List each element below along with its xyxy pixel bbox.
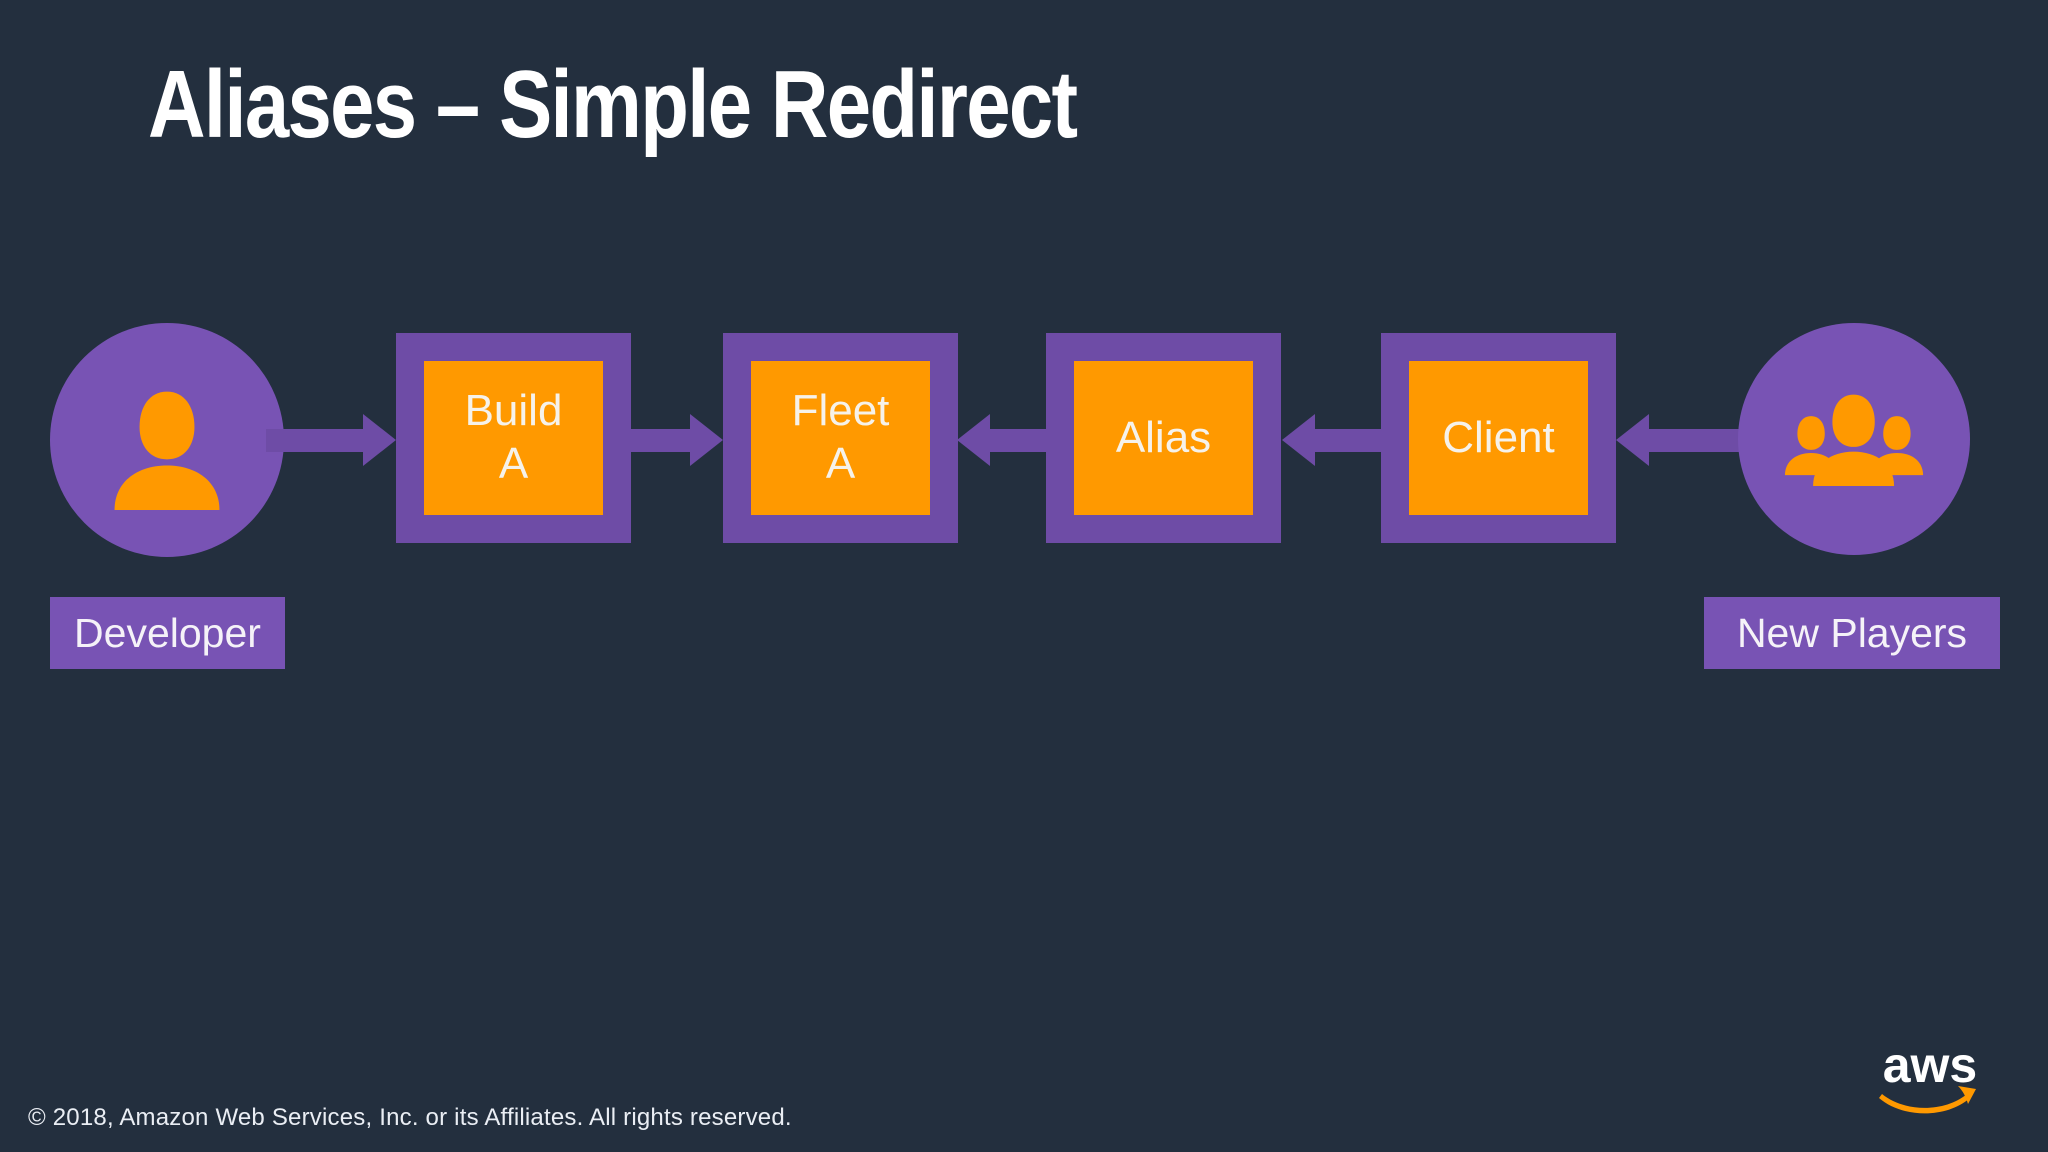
slide-title: Aliases – Simple Redirect [148, 51, 1078, 158]
aws-logo: aws [1872, 1036, 1990, 1129]
people-group-icon [1784, 394, 1924, 486]
node-label-line1: Build [464, 386, 563, 436]
arrow-client-to-alias [1282, 414, 1381, 466]
developer-avatar [50, 323, 284, 557]
arrow-shaft [266, 429, 366, 452]
arrow-shaft [987, 429, 1046, 452]
node-build-a: Build A [396, 333, 631, 543]
node-client-body: Client [1409, 361, 1588, 515]
arrow-shaft [1646, 429, 1744, 452]
arrow-shaft [631, 429, 693, 452]
arrow-head-left-icon [957, 414, 990, 466]
node-label-line1: Alias [1115, 412, 1212, 462]
node-alias-body: Alias [1074, 361, 1253, 515]
developer-label-text: Developer [74, 609, 261, 656]
arrow-head-left-icon [1616, 414, 1649, 466]
node-label-line1: Client [1442, 412, 1555, 462]
aws-smile-icon [1879, 1094, 1970, 1114]
arrow-newplayers-to-client [1616, 414, 1744, 466]
node-label-line1: Fleet [791, 386, 890, 436]
arrow-head-right-icon [690, 414, 723, 466]
arrow-head-right-icon [363, 414, 396, 466]
new-players-label-text: New Players [1736, 609, 1968, 656]
aws-logo-text: aws [1883, 1037, 1978, 1093]
node-label-line2: A [825, 439, 856, 488]
person-icon [114, 391, 220, 510]
node-alias: Alias [1046, 333, 1281, 543]
node-build-a-body: Build A [424, 361, 603, 515]
aws-smile-arrow-icon [1958, 1086, 1976, 1104]
arrow-alias-to-fleet [957, 414, 1046, 466]
arrow-developer-to-build [266, 414, 396, 466]
developer-label: Developer [50, 597, 285, 669]
node-client: Client [1381, 333, 1616, 543]
node-fleet-a: Fleet A [723, 333, 958, 543]
node-fleet-a-body: Fleet A [751, 361, 930, 515]
arrow-shaft [1312, 429, 1381, 452]
copyright-footer: © 2018, Amazon Web Services, Inc. or its… [28, 1104, 792, 1131]
arrow-head-left-icon [1282, 414, 1315, 466]
new-players-label: New Players [1704, 597, 2000, 669]
arrow-build-to-fleet [631, 414, 723, 466]
node-label-line2: A [498, 439, 529, 488]
new-players-avatar [1738, 323, 1970, 555]
